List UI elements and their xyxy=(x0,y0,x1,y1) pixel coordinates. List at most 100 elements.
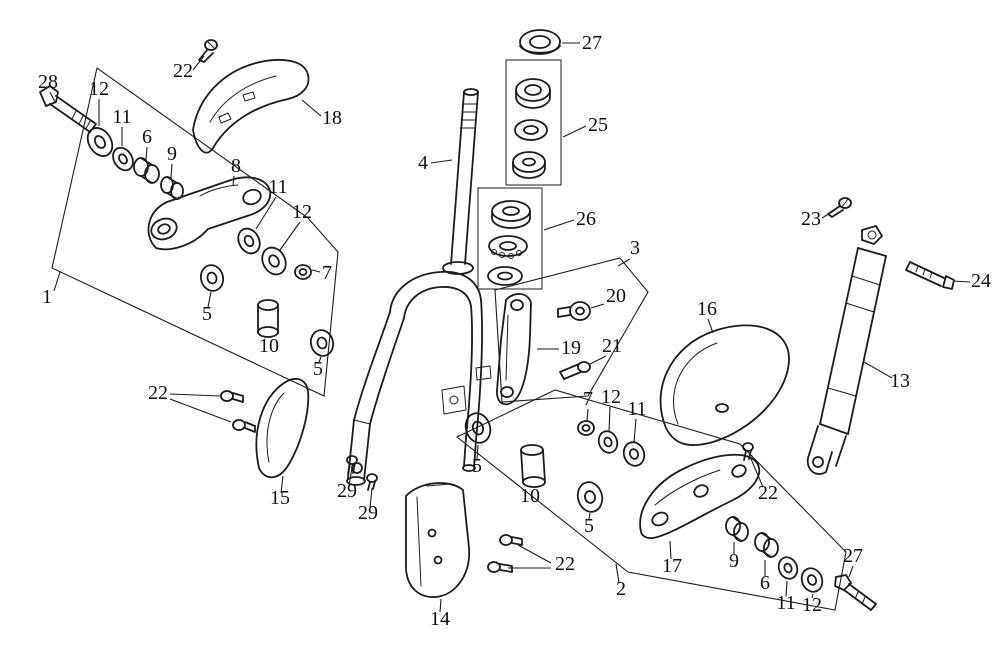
leader-line xyxy=(589,355,607,365)
leader-line xyxy=(617,258,631,267)
part-27-stem-cap xyxy=(519,29,561,55)
part-label-26: 26 xyxy=(576,208,596,230)
part-9-spacer xyxy=(160,176,184,200)
part-label-1: 1 xyxy=(42,286,52,308)
part-label-15: 15 xyxy=(270,487,290,509)
part-18-front-cover xyxy=(192,58,310,154)
leader-line xyxy=(543,219,575,231)
part-label-21: 21 xyxy=(602,335,622,357)
part-10-spacer-a xyxy=(257,299,279,338)
part-7-nut xyxy=(294,264,312,280)
leader-line xyxy=(348,467,353,487)
part-5-washer-b xyxy=(309,329,335,357)
part-label-2: 2 xyxy=(616,578,626,600)
leader-line xyxy=(169,393,221,397)
part-14-lower-cover xyxy=(405,482,470,598)
leader-line xyxy=(590,303,605,309)
part-9-spacer-b xyxy=(725,516,749,542)
part-label-19: 19 xyxy=(561,337,581,359)
group-3-outline xyxy=(494,257,649,403)
part-29-clip-a xyxy=(346,455,358,475)
part-label-5: 5 xyxy=(313,358,323,380)
part-12-washer-c xyxy=(597,430,619,454)
part-label-12: 12 xyxy=(601,386,621,408)
part-27-bolt xyxy=(834,574,877,611)
part-22-screw-top xyxy=(198,39,218,63)
part-11-washer-d xyxy=(777,556,799,580)
part-label-11: 11 xyxy=(268,176,287,198)
part-label-20: 20 xyxy=(606,285,626,307)
part-label-9: 9 xyxy=(167,143,177,165)
parts-layer xyxy=(39,29,955,611)
part-label-29: 29 xyxy=(358,502,378,524)
part-label-14: 14 xyxy=(430,608,450,630)
part-21-bolt xyxy=(559,361,591,380)
leader-line xyxy=(562,125,587,138)
part-label-6: 6 xyxy=(760,572,770,594)
part-12-washer-b xyxy=(261,246,287,276)
part-label-22: 22 xyxy=(758,482,778,504)
part-11-washer xyxy=(112,146,134,172)
part-26-bearing-set xyxy=(477,187,543,290)
part-23-screw xyxy=(827,197,852,218)
part-22-bolt-left-a xyxy=(220,390,244,403)
leader-line xyxy=(848,565,854,578)
part-24-bolt xyxy=(905,261,955,290)
part-6-spacer xyxy=(133,157,160,184)
part-label-10: 10 xyxy=(259,335,279,357)
part-label-6: 6 xyxy=(142,126,152,148)
leader-line xyxy=(517,544,552,564)
group-1-outline xyxy=(51,67,339,397)
part-16-side-cover xyxy=(659,324,790,446)
leader-line xyxy=(785,580,788,597)
part-label-22: 22 xyxy=(173,60,193,82)
part-label-12: 12 xyxy=(89,78,109,100)
part-label-23: 23 xyxy=(801,208,821,230)
part-22-bolt-left-b xyxy=(232,419,256,433)
part-10-spacer-b xyxy=(520,444,546,488)
leader-line xyxy=(707,318,714,334)
leader-line xyxy=(863,361,893,379)
leader-line xyxy=(430,159,453,164)
part-label-25: 25 xyxy=(588,114,608,136)
part-label-11: 11 xyxy=(112,106,131,128)
part-label-10: 10 xyxy=(520,485,540,507)
leader-lines xyxy=(49,42,971,613)
part-label-3: 3 xyxy=(630,237,640,259)
part-5-washer-a xyxy=(199,264,225,292)
part-20-pivot-bolt xyxy=(557,301,591,321)
part-15-front-cover xyxy=(255,377,310,479)
part-7-nut-b xyxy=(577,420,595,436)
part-label-7: 7 xyxy=(322,262,332,284)
part-label-28: 28 xyxy=(38,71,58,93)
leader-line xyxy=(49,91,56,103)
part-label-7: 7 xyxy=(583,388,593,410)
leader-line xyxy=(170,163,173,179)
part-25-bearing-set xyxy=(505,59,562,186)
part-17-engine-bracket xyxy=(639,453,761,540)
leader-line xyxy=(280,475,284,494)
part-label-22: 22 xyxy=(148,382,168,404)
leader-line xyxy=(311,269,321,273)
leader-line xyxy=(615,563,620,584)
part-label-27: 27 xyxy=(843,545,863,567)
part-11-washer-b xyxy=(237,227,261,255)
leader-line xyxy=(301,99,322,117)
part-8-steering-bracket xyxy=(147,176,272,251)
leader-line xyxy=(439,598,442,613)
part-12-washer-d xyxy=(800,567,824,593)
leader-line xyxy=(476,444,479,460)
leader-line xyxy=(811,593,814,599)
part-22-bolt-bottom-a xyxy=(499,534,523,546)
leader-line xyxy=(821,209,836,219)
part-12-washer xyxy=(86,127,114,157)
part-label-29: 29 xyxy=(337,480,357,502)
leader-line xyxy=(608,406,611,432)
part-label-18: 18 xyxy=(322,107,342,129)
part-22-bolt-bottom-b xyxy=(487,561,513,573)
part-label-5: 5 xyxy=(472,455,482,477)
part-label-27: 27 xyxy=(582,32,602,54)
leader-line xyxy=(588,512,591,520)
